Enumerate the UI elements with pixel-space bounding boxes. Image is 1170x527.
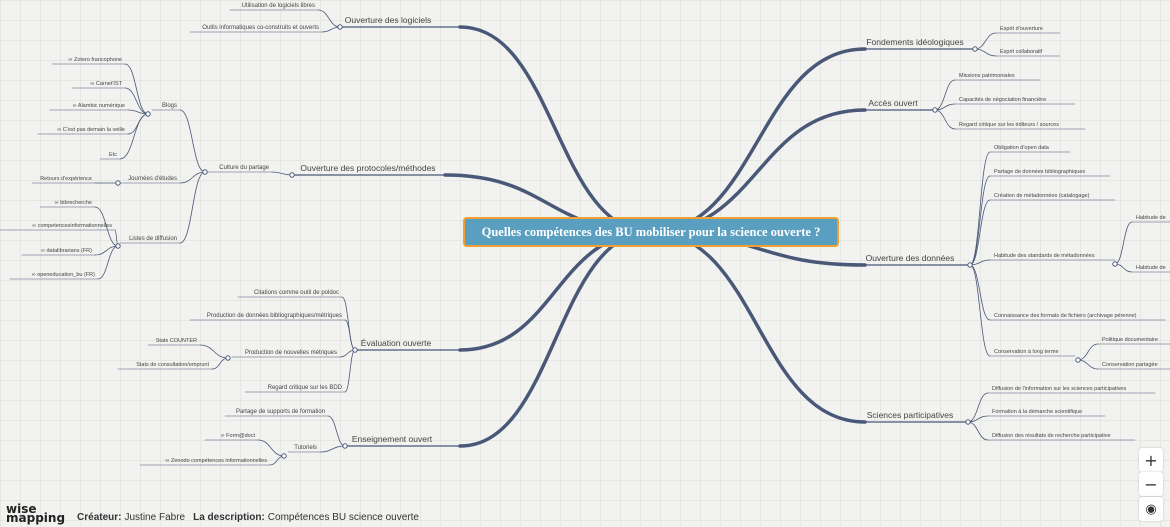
node-connector[interactable] <box>965 419 971 425</box>
node-fo_a[interactable]: Esprit d'ouverture <box>1000 26 1043 32</box>
node-ev_d[interactable]: Regard critique sur les BDD <box>268 385 343 391</box>
creator-name: Justine Fabre <box>124 512 186 523</box>
node-connector[interactable] <box>972 46 978 52</box>
node-do_f2[interactable]: Conservation partagée <box>1102 362 1158 368</box>
node-do_a[interactable]: Obligation d'open data <box>994 145 1050 151</box>
node-ac_c[interactable]: Regard critique sur les éditeurs / sourc… <box>959 122 1059 128</box>
node-protocoles[interactable]: Ouverture des protocoles/méthodes <box>300 163 435 173</box>
node-sc_b[interactable]: Formation à la démarche scientifique <box>992 409 1082 415</box>
node-connector[interactable] <box>1075 357 1081 363</box>
node-ac_b[interactable]: Capacités de négociation financière <box>959 97 1046 103</box>
node-connector[interactable] <box>289 172 295 178</box>
node-blogs[interactable]: Blogs <box>162 103 177 109</box>
node-connector[interactable] <box>115 243 121 249</box>
node-connector[interactable] <box>352 347 358 353</box>
node-zenodo[interactable]: ∞ Zenodo compétences informationnelles <box>166 458 268 464</box>
zoom-out-button[interactable]: − <box>1139 472 1163 496</box>
node-formadoct[interactable]: ∞ Form@doct <box>221 433 256 439</box>
node-ev_c[interactable]: Production de nouvelles métriques <box>245 350 337 356</box>
description-text: Compétences BU science ouverte <box>267 512 419 523</box>
node-connector[interactable] <box>932 107 938 113</box>
node-do_f[interactable]: Conservation à long terme <box>994 349 1059 355</box>
node-connector[interactable] <box>337 24 343 30</box>
node-log_b[interactable]: Outils informatiques co-construits et ou… <box>202 25 319 31</box>
node-do_d[interactable]: Habitude des standards de métadonnées <box>994 253 1095 259</box>
node-sciences[interactable]: Sciences participatives <box>867 410 953 420</box>
central-topic[interactable]: Quelles compétences des BU mobiliser pou… <box>463 217 839 247</box>
node-culture[interactable]: Culture du partage <box>219 165 269 171</box>
node-biblio[interactable]: ∞ bibrecherche <box>55 200 92 206</box>
node-ev_c2[interactable]: Stats de consultation/emprunt <box>136 362 209 368</box>
node-datalib[interactable]: ∞ datalibrarians (FR) <box>41 248 92 254</box>
node-listes[interactable]: Listes de diffusion <box>129 236 177 242</box>
creator-label: Créateur: <box>77 512 122 523</box>
node-ev_b[interactable]: Production de données bibliographiques/m… <box>207 313 342 319</box>
node-do_d1[interactable]: Habitude de <box>1136 215 1166 221</box>
node-etc[interactable]: Etc <box>109 152 117 158</box>
node-carnet[interactable]: ∞ Carnet'IST <box>90 81 122 87</box>
node-connector[interactable] <box>1112 261 1118 267</box>
description-label: La description: <box>193 512 265 523</box>
node-journees[interactable]: Journées d'études <box>128 176 177 182</box>
node-acces[interactable]: Accès ouvert <box>868 98 918 108</box>
node-ev_a[interactable]: Citations comme outil de poldoc <box>254 290 339 296</box>
node-sc_c[interactable]: Diffusion des résultats de recherche par… <box>992 433 1111 439</box>
node-en_a[interactable]: Partage de supports de formation <box>236 409 325 415</box>
node-do_b[interactable]: Partage de données bibliographiques <box>994 169 1085 175</box>
node-openedu[interactable]: ∞ openeducation_bu (FR) <box>32 272 95 278</box>
zoom-in-button[interactable]: + <box>1139 448 1163 472</box>
node-connector[interactable] <box>281 453 287 459</box>
node-donnees[interactable]: Ouverture des données <box>866 253 955 263</box>
node-alambic[interactable]: ∞ Alambic numérique <box>73 103 125 109</box>
node-do_f1[interactable]: Politique documentaire <box>1102 337 1158 343</box>
node-connector[interactable] <box>115 180 121 186</box>
node-compet[interactable]: ∞ competencesinformationnelles <box>32 223 112 229</box>
node-do_d2[interactable]: Habitude de <box>1136 265 1166 271</box>
node-connector[interactable] <box>967 262 973 268</box>
node-connector[interactable] <box>342 443 348 449</box>
locate-icon[interactable]: ◉ <box>1139 497 1163 521</box>
node-ev_c1[interactable]: Stats COUNTER <box>156 338 197 344</box>
node-zotero[interactable]: ∞ Zotero francophone <box>69 57 122 63</box>
node-connector[interactable] <box>202 169 208 175</box>
node-sc_a[interactable]: Diffusion de l'information sur les scien… <box>992 386 1126 392</box>
node-veille[interactable]: ∞ C'est pas demain la veille <box>57 127 125 133</box>
node-enseignement[interactable]: Enseignement ouvert <box>352 434 433 444</box>
node-connector[interactable] <box>145 111 151 117</box>
node-evaluation[interactable]: Évaluation ouverte <box>361 338 432 348</box>
node-fondements[interactable]: Fondements idéologiques <box>866 37 963 47</box>
node-do_c[interactable]: Création de métadonnées (catalogage) <box>994 193 1090 199</box>
node-ac_a[interactable]: Missions patrimoniales <box>959 73 1015 79</box>
node-do_e[interactable]: Connaissance des formats de fichiers (ar… <box>994 313 1137 319</box>
node-log_a[interactable]: Utilisation de logiciels libres <box>242 3 315 9</box>
node-tutoriels[interactable]: Tutoriels <box>294 445 317 451</box>
node-fo_b[interactable]: Esprit collaboratif <box>1000 49 1043 55</box>
node-logiciels[interactable]: Ouverture des logiciels <box>345 15 431 25</box>
node-connector[interactable] <box>225 355 231 361</box>
node-retours[interactable]: Retours d'expérience <box>40 176 92 182</box>
